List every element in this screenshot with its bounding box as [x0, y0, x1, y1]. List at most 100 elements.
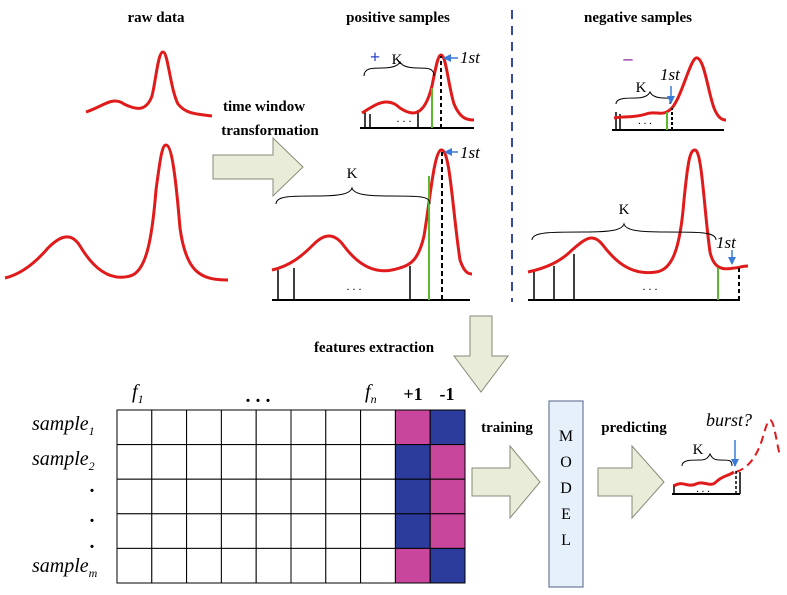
feature-cell — [116, 409, 153, 446]
feature-cell — [325, 478, 362, 515]
k-label-predict: K — [693, 442, 704, 458]
ellipsis-predict: . . . — [696, 483, 710, 495]
feature-cell — [290, 513, 327, 549]
predicting-arrow — [597, 444, 665, 520]
feature-cell — [186, 547, 222, 584]
feature-cell — [290, 547, 327, 584]
feature-cell — [255, 513, 292, 549]
time-window-label: time window — [223, 99, 305, 115]
label-pos-header: +1 — [403, 384, 422, 404]
positive-sample-small — [360, 53, 475, 129]
label-cell-neg — [429, 547, 466, 584]
row-dot-2: . — [90, 505, 95, 527]
feature-cell — [255, 547, 292, 584]
positive-samples-heading: positive samples — [346, 10, 450, 26]
feature-f1: f1 — [132, 381, 144, 406]
row-sample-1: sample1 — [32, 413, 95, 438]
negative-sample-large — [527, 148, 749, 301]
feature-cell — [220, 478, 257, 515]
prediction-sample — [672, 418, 781, 495]
feature-fn: fn — [365, 381, 377, 406]
feature-cell — [360, 444, 396, 480]
row-dot-3: . — [90, 531, 95, 553]
label-cell-neg — [429, 409, 466, 446]
row-sample-2: sample2 — [32, 448, 95, 473]
feature-cell — [290, 409, 327, 446]
feature-cell — [151, 478, 188, 515]
first-label-pos-large: 1st — [460, 143, 481, 162]
feature-cell — [186, 478, 222, 515]
feature-cell — [116, 513, 153, 549]
feature-cell — [186, 513, 222, 549]
training-label: training — [481, 420, 533, 436]
first-label-pos-small: 1st — [460, 48, 481, 67]
k-label-neg-small: K — [636, 80, 647, 96]
ellipsis-pos-small: . . . — [397, 111, 412, 125]
feature-cell — [116, 547, 153, 584]
label-cell-neg — [429, 513, 466, 549]
feature-cell — [325, 513, 362, 549]
feature-cell — [255, 478, 292, 515]
negative-samples-heading: negative samples — [584, 10, 692, 26]
model-letter: O — [560, 454, 572, 471]
raw-curve-small — [85, 50, 213, 118]
feature-cell — [290, 478, 327, 515]
feature-cell — [220, 513, 257, 549]
model-letter: M — [559, 428, 573, 445]
label-cell-pos — [394, 513, 431, 549]
feature-cell — [325, 547, 362, 584]
k-label-neg-large: K — [619, 202, 630, 218]
k-label-pos-large: K — [347, 166, 358, 182]
raw-data-heading: raw data — [127, 10, 185, 26]
k-label-pos-small: K — [392, 52, 403, 68]
label-neg-header: -1 — [440, 384, 455, 404]
feature-cell — [151, 513, 188, 549]
label-cell-pos — [394, 409, 431, 446]
feature-cell — [151, 444, 188, 480]
feature-ellipsis: . . . — [246, 385, 271, 407]
feature-cell — [220, 547, 257, 584]
transformation-label: transformation — [221, 123, 319, 139]
feature-cell — [360, 478, 396, 515]
ellipsis-pos-large: . . . — [347, 279, 362, 293]
feature-cell — [186, 444, 222, 480]
feature-cell — [360, 547, 396, 584]
label-cell-neg — [429, 478, 466, 515]
minus-sign: – — [623, 48, 634, 68]
model-box — [548, 400, 584, 588]
raw-curve-large — [4, 143, 229, 282]
feature-cell — [151, 547, 188, 584]
ellipsis-neg-large: . . . — [643, 279, 658, 293]
feature-cell — [220, 444, 257, 480]
feature-cell — [116, 444, 153, 480]
feature-cell — [116, 478, 153, 515]
feature-matrix — [116, 409, 466, 584]
feature-cell — [360, 513, 396, 549]
row-dot-1: . — [90, 475, 95, 497]
transform-arrow — [212, 136, 304, 198]
feature-cell — [325, 444, 362, 480]
burst-label: burst? — [706, 410, 752, 430]
predicting-label: predicting — [601, 420, 667, 436]
label-cell-pos — [394, 478, 431, 515]
feature-cell — [290, 444, 327, 480]
model-letter: D — [560, 480, 572, 497]
model-letter: L — [561, 532, 571, 549]
features-extraction-label: features extraction — [314, 340, 435, 356]
label-cell-pos — [394, 444, 431, 480]
row-sample-m: samplem — [32, 555, 98, 580]
training-arrow — [471, 444, 541, 520]
feature-cell — [255, 444, 292, 480]
feature-cell — [151, 409, 188, 446]
first-label-neg-large: 1st — [716, 233, 737, 252]
feature-cell — [220, 409, 257, 446]
model-letter: E — [561, 506, 571, 523]
feature-cell — [325, 409, 362, 446]
plus-sign: + — [370, 47, 380, 67]
features-extraction-arrow — [453, 315, 509, 393]
feature-cell — [255, 409, 292, 446]
feature-cell — [186, 409, 222, 446]
label-cell-neg — [429, 444, 466, 480]
